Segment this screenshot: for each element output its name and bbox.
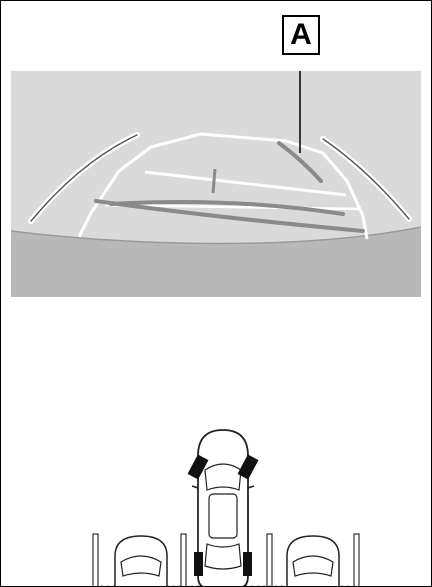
parked-car-left bbox=[115, 536, 167, 587]
callout-label-a: A bbox=[282, 15, 320, 55]
center-guide-line bbox=[213, 169, 215, 193]
reverse-parking-car-icon bbox=[91, 426, 381, 587]
parked-car-right bbox=[287, 536, 339, 587]
rear-right-wheel bbox=[243, 552, 252, 576]
reversing-car bbox=[188, 430, 259, 587]
rear-camera-view-image bbox=[11, 71, 421, 297]
rear-left-wheel bbox=[194, 552, 203, 576]
